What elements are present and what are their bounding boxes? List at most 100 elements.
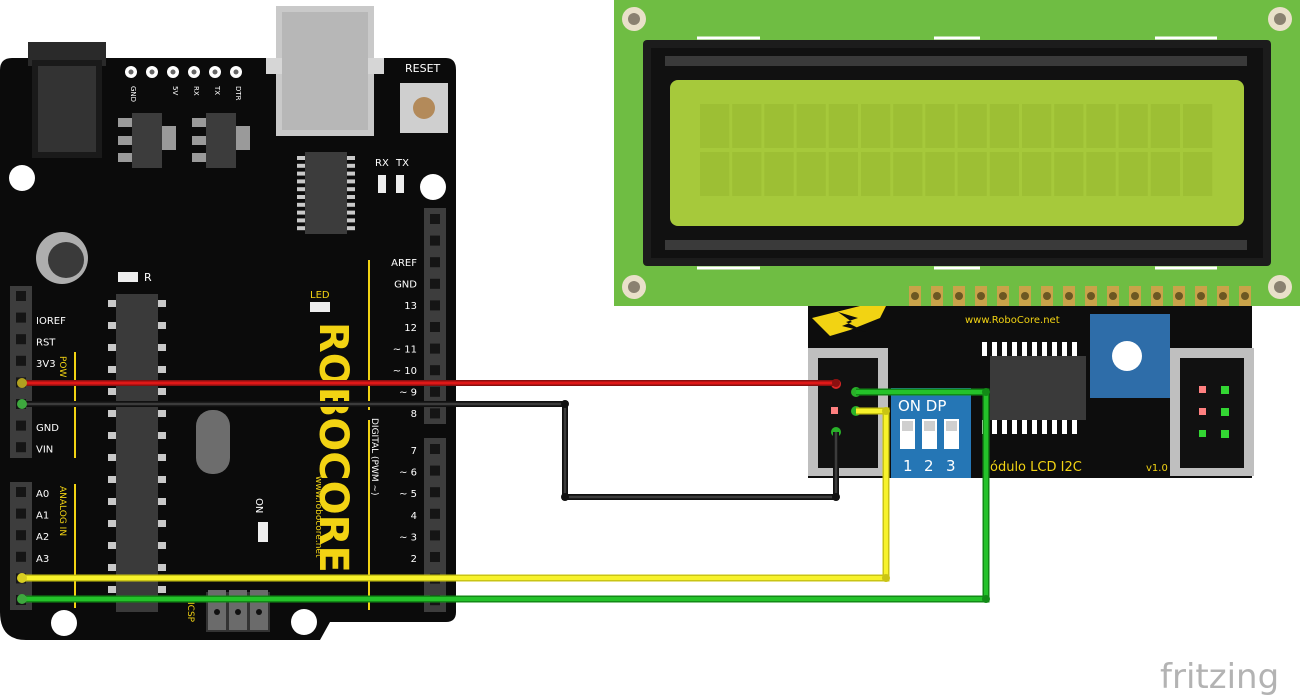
- digital-header-upper: [424, 208, 446, 424]
- voltage-regulators: [118, 113, 250, 168]
- rx-led: [378, 175, 386, 193]
- lcd-cell: [893, 104, 923, 148]
- lcd-display: [614, 0, 1300, 308]
- pin-label: ~ 5: [399, 489, 417, 500]
- svg-text:DTR: DTR: [234, 86, 242, 101]
- serial-header: GND 5V RX TX DTR: [125, 66, 242, 102]
- lcd-character-grid: [700, 104, 1213, 196]
- on-label: ON: [253, 498, 264, 513]
- brand-url: www.robocore.net: [313, 476, 323, 558]
- reset-button[interactable]: RESET: [400, 62, 448, 133]
- brand-logo: ROBOCORE: [310, 322, 356, 573]
- lcd-cell: [989, 152, 1019, 196]
- fritzing-watermark: fritzing: [1160, 657, 1279, 697]
- lcd-cell: [957, 152, 987, 196]
- module-url: www.RoboCore.net: [965, 315, 1060, 326]
- analog-label: ANALOG IN: [57, 486, 67, 536]
- svg-text:RX: RX: [192, 86, 200, 96]
- pin-label: 13: [404, 301, 417, 312]
- pin-label: ~ 10: [393, 366, 417, 377]
- pin-label: A3: [36, 554, 49, 565]
- dip-number-1: 1: [903, 457, 913, 475]
- lcd-cell: [1054, 104, 1084, 148]
- module-name: ódulo LCD I2C: [990, 460, 1082, 475]
- dip-switch[interactable]: ON DP 1 2 3: [891, 388, 971, 478]
- wires: [17, 378, 990, 604]
- lcd-cell: [828, 104, 858, 148]
- rx-label: RX: [375, 158, 389, 169]
- pin-label: GND: [394, 280, 417, 291]
- pin-label: AREF: [391, 258, 417, 269]
- lcd-cell: [732, 104, 762, 148]
- led-l: [310, 302, 330, 312]
- pin-label: ~ 9: [399, 388, 417, 399]
- lcd-cell: [828, 152, 858, 196]
- lcd-cell: [957, 104, 987, 148]
- i2c-right-pins: [1199, 386, 1229, 438]
- lcd-cell: [925, 152, 955, 196]
- lcd-cell: [796, 104, 826, 148]
- digital-header-lower: [424, 438, 446, 612]
- lcd-cell: [1150, 152, 1180, 196]
- pin-label: RST: [36, 338, 56, 349]
- svg-text:GND: GND: [129, 86, 137, 102]
- mounting-hole: [51, 610, 77, 636]
- pin-label: 2: [411, 554, 417, 565]
- lcd-header-pins: [909, 286, 1251, 308]
- dip-label: ON DP: [898, 397, 946, 415]
- lcd-cell: [1118, 152, 1148, 196]
- lcd-cell: [700, 104, 730, 148]
- analog-header: [10, 482, 32, 610]
- digital-label: DIGITAL (PWM ~): [369, 418, 379, 496]
- tx-label: TX: [395, 158, 409, 169]
- pin-label: GND: [36, 423, 59, 434]
- warning-logo-icon: [812, 306, 886, 336]
- lcd-cell: [700, 152, 730, 196]
- lcd-cell: [1086, 152, 1116, 196]
- lcd-cell: [1022, 152, 1052, 196]
- crystal-oscillator: [196, 410, 230, 474]
- capacitor: [36, 232, 88, 284]
- lcd-cell: [1183, 152, 1213, 196]
- usb-connector: [266, 6, 384, 136]
- usb-chip: [297, 152, 355, 234]
- lcd-cell: [893, 152, 923, 196]
- lcd-cell: [1022, 104, 1052, 148]
- pin-label: 4: [411, 511, 417, 522]
- lcd-cell: [796, 152, 826, 196]
- svg-text:5V: 5V: [171, 86, 179, 95]
- pin-label: 7: [411, 446, 417, 457]
- pin-label: ~ 6: [399, 468, 417, 479]
- arduino-board: GND 5V RX TX DTR RESET RX TX: [0, 6, 456, 640]
- pin-label: IOREF: [36, 316, 66, 327]
- lcd-cell: [1150, 104, 1180, 148]
- reset-label: RESET: [405, 62, 441, 75]
- pin-label: ~ 3: [399, 532, 417, 543]
- pin-label: ~ 11: [393, 344, 417, 355]
- dc-power-jack: [28, 42, 106, 158]
- lcd-mounting-holes: [622, 7, 1292, 299]
- mounting-hole: [9, 165, 35, 191]
- lcd-cell: [1086, 104, 1116, 148]
- potentiometer[interactable]: [1090, 314, 1170, 398]
- icsp-label: ICSP: [185, 602, 195, 623]
- pin-label: VIN: [36, 445, 53, 456]
- lcd-cell: [764, 152, 794, 196]
- pin-label: A2: [36, 532, 49, 543]
- lcd-cell: [732, 152, 762, 196]
- pin-label: A0: [36, 489, 49, 500]
- lcd-cell: [861, 104, 891, 148]
- lcd-cell: [1183, 104, 1213, 148]
- pin-label: 3V3: [36, 359, 56, 370]
- lcd-cell: [1054, 152, 1084, 196]
- mounting-hole: [291, 609, 317, 635]
- power-led: [258, 522, 268, 542]
- pin-label: 12: [404, 323, 417, 334]
- dip-number-3: 3: [946, 457, 956, 475]
- resistor: [118, 272, 138, 282]
- lcd-cell: [861, 152, 891, 196]
- tx-led: [396, 175, 404, 193]
- svg-text:TX: TX: [213, 85, 221, 95]
- dip-number-2: 2: [924, 457, 934, 475]
